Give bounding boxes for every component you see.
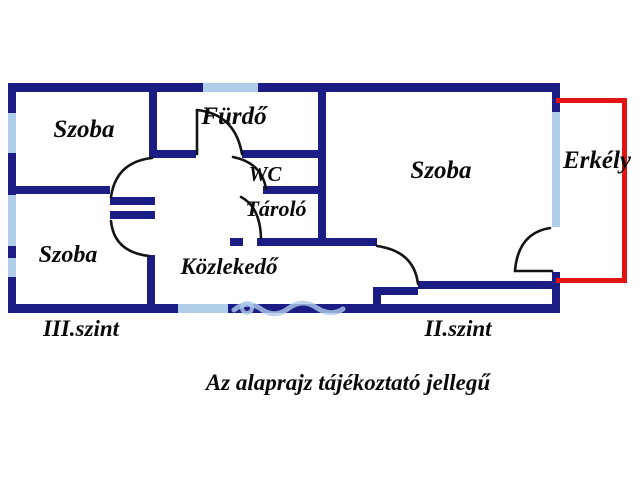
window-bottom-wall bbox=[178, 304, 228, 313]
room-label-kozlekedo: Közlekedő bbox=[179, 254, 279, 279]
room-label-erkely: Erkély bbox=[562, 147, 632, 174]
level-label-third-floor: III.szint bbox=[42, 316, 120, 341]
door-arc-szoba-right bbox=[375, 244, 420, 286]
caption-disclaimer: Az alaprajz tájékoztató jellegű bbox=[204, 370, 492, 395]
wall-step-vertical bbox=[373, 287, 381, 304]
room-label-szoba-top-left: Szoba bbox=[53, 116, 114, 143]
interior-walls bbox=[8, 83, 560, 304]
labels: Szoba Fürdő WC Tároló Szoba Közlekedő Sz… bbox=[39, 103, 632, 395]
doors bbox=[109, 108, 554, 286]
wall-szoba-lower-right bbox=[147, 255, 155, 304]
windows bbox=[8, 83, 560, 313]
window-balcony-glass bbox=[552, 112, 560, 227]
wall-right-lower bbox=[552, 272, 560, 313]
balcony-edge-bottom bbox=[556, 278, 627, 283]
wall-top bbox=[8, 83, 560, 92]
wall-central-vertical bbox=[318, 83, 326, 246]
room-label-szoba-bottom-left: Szoba bbox=[39, 242, 98, 268]
window-top-wall bbox=[203, 83, 258, 92]
wall-szoba-furdo-divider bbox=[149, 83, 157, 158]
wall-door-jamb-lower bbox=[110, 211, 155, 219]
watermark-artifact bbox=[231, 300, 346, 317]
door-arc-szoba-bottom-left bbox=[109, 219, 151, 258]
door-arc-wc bbox=[231, 155, 268, 191]
window-left-middle bbox=[8, 195, 16, 246]
wall-right-upper bbox=[552, 83, 560, 112]
wall-kozlekedo-north bbox=[257, 238, 377, 246]
window-left-lower bbox=[8, 258, 16, 277]
door-arc-balcony bbox=[513, 226, 552, 273]
balcony-edge-right bbox=[622, 98, 627, 283]
level-label-second-floor: II.szint bbox=[423, 316, 492, 341]
door-arc-tarolo bbox=[239, 195, 263, 240]
wall-wc-tarolo-divider bbox=[263, 186, 318, 194]
wall-tarolo-south-stub bbox=[230, 238, 243, 246]
wall-furdo-south-right bbox=[242, 150, 326, 158]
door-arc-szoba-top-left bbox=[109, 156, 154, 199]
room-label-szoba-right: Szoba bbox=[410, 157, 471, 184]
wall-szoba-right-south bbox=[418, 281, 560, 289]
wall-step-horizontal bbox=[373, 287, 418, 295]
room-label-wc: WC bbox=[249, 162, 283, 186]
door-arc-furdo bbox=[195, 108, 244, 156]
watermark-dot bbox=[240, 301, 254, 315]
window-left-upper bbox=[8, 113, 16, 153]
wall-between-left-rooms bbox=[8, 186, 110, 194]
room-label-tarolo: Tároló bbox=[245, 196, 306, 221]
room-label-furdo: Fürdő bbox=[200, 103, 268, 130]
wall-door-jamb-upper bbox=[110, 197, 155, 205]
balcony-edge-top bbox=[556, 98, 627, 103]
wall-furdo-south-left bbox=[149, 150, 196, 158]
balcony-outline bbox=[556, 98, 627, 283]
